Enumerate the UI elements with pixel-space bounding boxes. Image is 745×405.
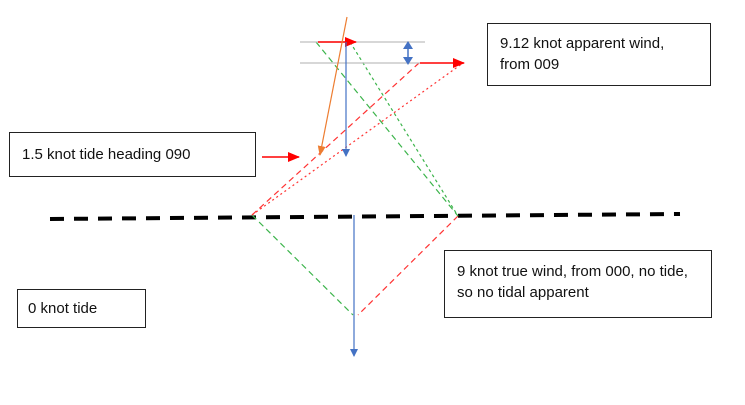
- upper-diamond-red-edge: [251, 62, 420, 216]
- upper-diamond-green-outer-edge: [349, 41, 459, 217]
- difference-indicator-up-arrow: [403, 41, 413, 49]
- tide-boundary-line: [49, 212, 681, 221]
- apparent-wind-label-text: 9.12 knot apparent wind, from 009: [500, 35, 665, 73]
- true-wind-label-text: 9 knot true wind, from 000, no tide, so …: [457, 263, 688, 301]
- lower-diamond-red-edge: [357, 215, 459, 316]
- lower-diamond-green-edge: [251, 214, 354, 316]
- true-wind-label: 9 knot true wind, from 000, no tide, so …: [444, 250, 712, 318]
- tide-heading-label-text: 1.5 knot tide heading 090: [22, 146, 191, 163]
- tidal-apparent-red-diagonal: [251, 62, 464, 216]
- zero-tide-label-text: 0 knot tide: [28, 300, 98, 317]
- tide-heading-label: 1.5 knot tide heading 090: [9, 132, 256, 177]
- apparent-wind-label: 9.12 knot apparent wind, from 009: [487, 23, 711, 86]
- upper-diamond-green-inner-edge: [315, 41, 459, 217]
- zero-tide-label: 0 knot tide: [17, 289, 146, 328]
- difference-indicator-down-arrow: [403, 57, 413, 65]
- apparent-wind-vector: [317, 16, 348, 156]
